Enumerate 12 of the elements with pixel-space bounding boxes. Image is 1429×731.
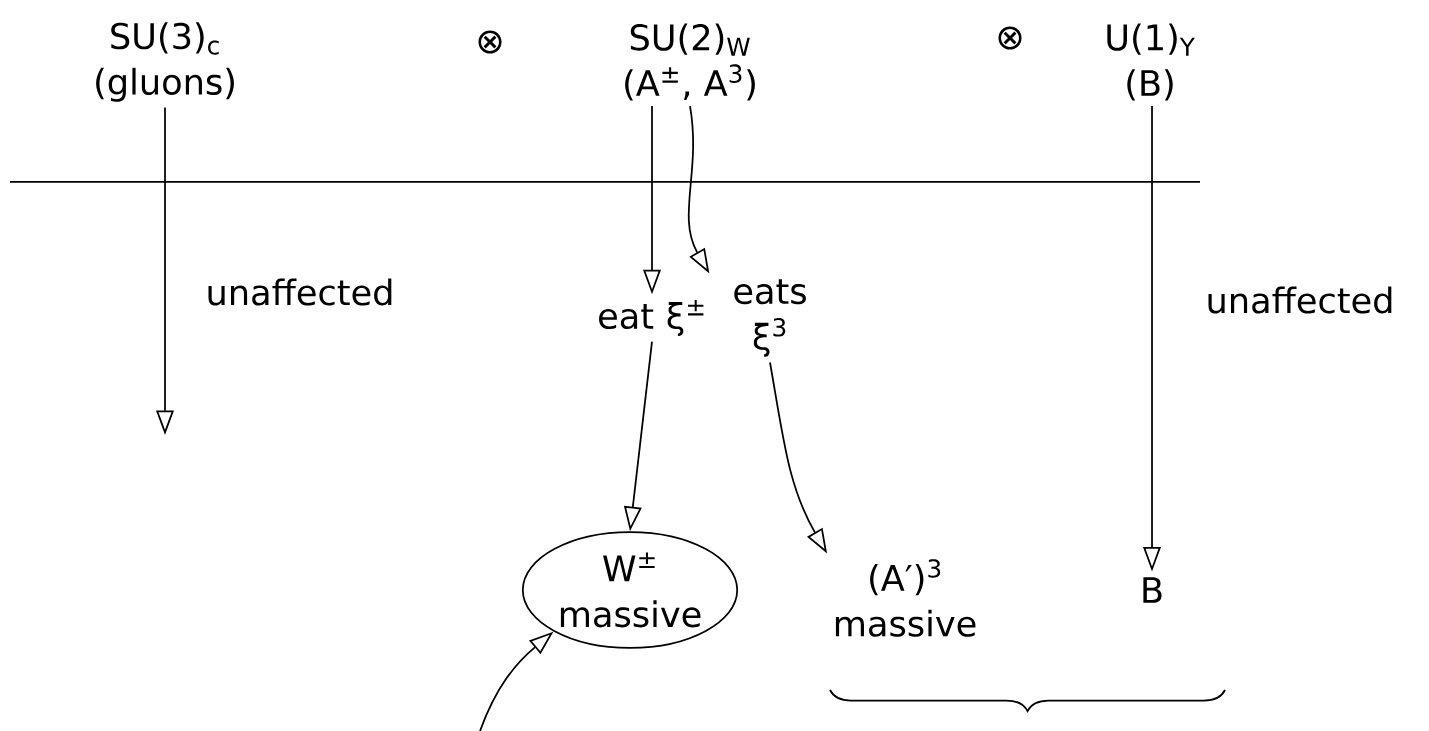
group-label: B — [1143, 577, 1162, 603]
circled-text: W$^{±}$ massive — [521, 531, 739, 649]
group-label: eat ξ$^{±}$ — [599, 299, 704, 336]
edge-label: unaffected — [202, 274, 398, 310]
group-label: SU(3)$_{c}$ (gluons) — [96, 22, 234, 102]
tensor-product-symbol: ⊗ — [998, 26, 1022, 50]
group-label: eats ξ$^{3}$ — [734, 279, 806, 357]
tensor-product-symbol: ⊗ — [478, 30, 502, 54]
group-label: U(1)$_{Y}$ (B) — [1107, 23, 1195, 101]
group-label: SU(2)$_{W}$ (A$^{±}$, A$^{3}$) — [625, 23, 755, 101]
edge-label: unaffected — [1202, 282, 1398, 318]
group-label: (A′)$^{3}$ massive — [835, 559, 976, 637]
